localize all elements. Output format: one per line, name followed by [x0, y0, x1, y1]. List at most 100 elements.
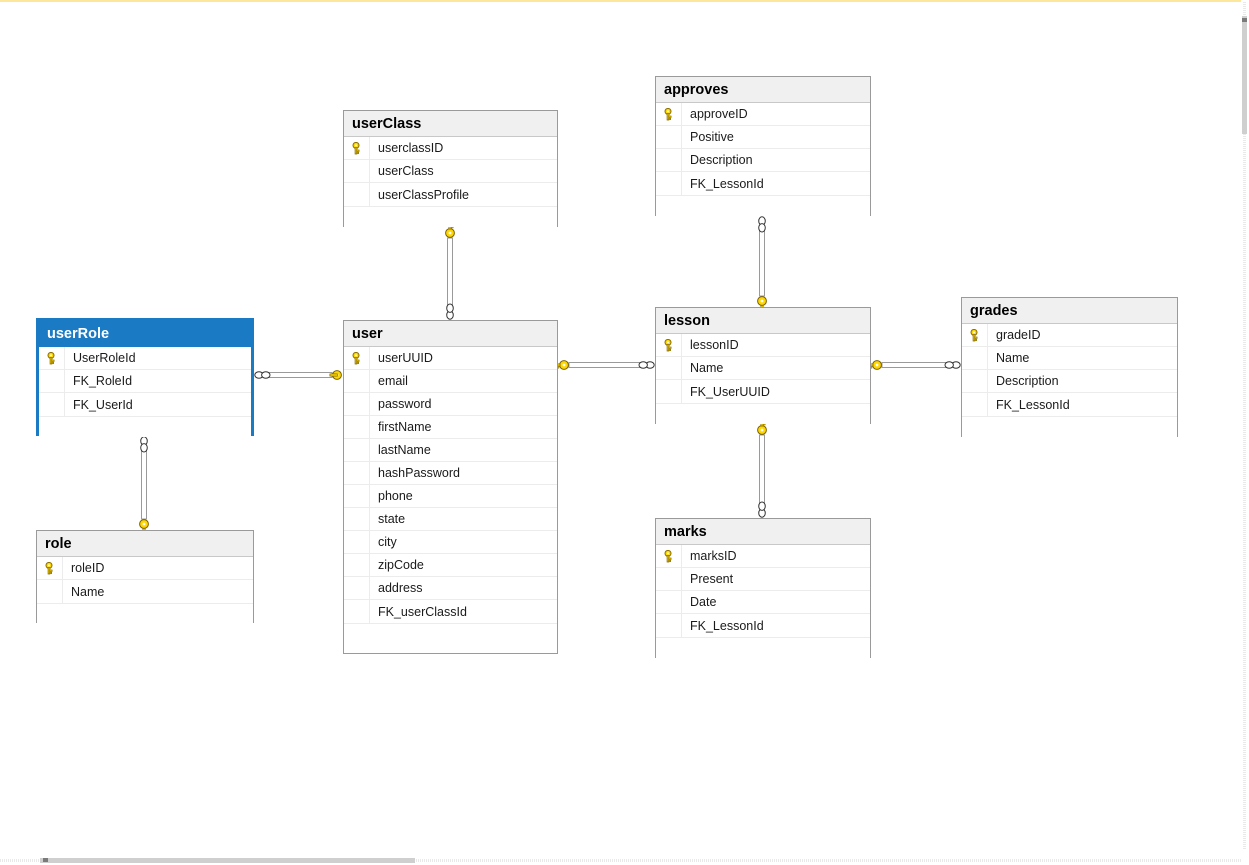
field-row[interactable]: FK_LessonId — [656, 172, 870, 195]
field-row[interactable]: FK_userClassId — [344, 600, 557, 623]
field-row[interactable]: FK_UserId — [39, 393, 251, 416]
field-name: userClassProfile — [378, 187, 470, 202]
field-row[interactable]: userClassProfile — [344, 183, 557, 206]
field-name: marksID — [690, 549, 737, 563]
field-row[interactable]: roleID — [37, 557, 253, 580]
field-row[interactable]: Description — [656, 149, 870, 172]
field-marker-cell — [656, 591, 682, 613]
key-icon — [664, 549, 672, 562]
field-row[interactable]: Positive — [656, 126, 870, 149]
entity-empty-area[interactable] — [656, 403, 870, 424]
field-marker-cell — [344, 577, 370, 599]
field-marker-cell — [344, 462, 370, 484]
vertical-scrollbar-thumb[interactable] — [1242, 16, 1247, 134]
field-marker-cell — [344, 416, 370, 438]
entity-empty-area[interactable] — [962, 416, 1177, 437]
surface-top-rule — [0, 0, 1241, 2]
relationship-lesson-marks[interactable] — [757, 418, 767, 518]
field-row[interactable]: password — [344, 393, 557, 416]
field-name: FK_UserId — [73, 397, 133, 412]
horizontal-scrollbar-track[interactable] — [0, 859, 1241, 862]
field-marker-cell — [656, 357, 682, 379]
field-row[interactable]: Name — [37, 580, 253, 603]
field-row[interactable]: state — [344, 508, 557, 531]
field-name: userclassID — [378, 141, 444, 155]
relationship-userClass-user[interactable] — [445, 221, 455, 320]
field-row[interactable]: hashPassword — [344, 462, 557, 485]
field-row[interactable]: approveID — [656, 103, 870, 126]
field-name: Description — [996, 374, 1059, 388]
field-name: FK_LessonId — [690, 618, 764, 633]
primary-key-cell — [344, 347, 370, 369]
vertical-scrollbar-nub[interactable] — [1242, 18, 1247, 22]
horizontal-scrollbar-nub[interactable] — [43, 858, 48, 862]
entity-fields-userClass: userclassID userClass userClassProfile — [344, 137, 557, 206]
field-row[interactable]: gradeID — [962, 324, 1177, 347]
primary-key-cell — [656, 545, 682, 567]
entity-title-lesson: lesson — [656, 308, 870, 334]
field-row[interactable]: Present — [656, 568, 870, 591]
field-row[interactable]: userClass — [344, 160, 557, 183]
field-row[interactable]: Name — [962, 347, 1177, 370]
entity-empty-area[interactable] — [37, 603, 253, 624]
primary-key-cell — [344, 137, 370, 159]
field-row[interactable]: FK_UserUUID — [656, 380, 870, 403]
field-row[interactable]: phone — [344, 485, 557, 508]
field-row[interactable]: Name — [656, 357, 870, 380]
field-row[interactable]: zipCode — [344, 554, 557, 577]
vertical-scrollbar[interactable] — [1240, 2, 1249, 850]
entity-empty-area[interactable] — [344, 623, 557, 644]
field-marker-cell — [656, 149, 682, 171]
field-row[interactable]: firstName — [344, 416, 557, 439]
field-marker-cell — [344, 160, 370, 182]
field-row[interactable]: lastName — [344, 439, 557, 462]
relationship-approves-lesson[interactable] — [757, 216, 767, 314]
field-name: FK_RoleId — [73, 374, 133, 388]
entity-empty-area[interactable] — [656, 195, 870, 216]
primary-key-cell — [37, 557, 63, 579]
field-row[interactable]: marksID — [656, 545, 870, 568]
field-row[interactable]: Description — [962, 370, 1177, 393]
field-name: address — [378, 581, 423, 595]
field-row[interactable]: email — [344, 370, 557, 393]
entity-empty-area[interactable] — [656, 637, 870, 658]
field-row[interactable]: city — [344, 531, 557, 554]
field-row[interactable]: userclassID — [344, 137, 557, 160]
field-row[interactable]: Date — [656, 591, 870, 614]
field-name: userUUID — [378, 351, 433, 365]
key-icon — [664, 107, 672, 120]
horizontal-scrollbar-thumb[interactable] — [40, 858, 415, 863]
field-marker-cell — [344, 183, 370, 206]
relationship-userRole-user[interactable] — [254, 370, 350, 380]
field-marker-cell — [962, 347, 988, 369]
field-row[interactable]: address — [344, 577, 557, 600]
field-row[interactable]: FK_RoleId — [39, 370, 251, 393]
entity-empty-area[interactable] — [39, 416, 251, 437]
relationship-lesson-grades[interactable] — [865, 360, 961, 370]
relationship-user-lesson[interactable] — [552, 360, 655, 370]
entity-empty-area[interactable] — [344, 206, 557, 227]
field-row[interactable]: FK_LessonId — [656, 614, 870, 637]
field-row[interactable]: userUUID — [344, 347, 557, 370]
field-marker-cell — [344, 531, 370, 553]
field-row[interactable]: FK_LessonId — [962, 393, 1177, 416]
relationship-userRole-role[interactable] — [139, 436, 149, 537]
vertical-scrollbar-track[interactable] — [1243, 2, 1246, 850]
entity-title-userRole: userRole — [39, 321, 251, 347]
primary-key-cell — [656, 103, 682, 125]
field-name: hashPassword — [378, 466, 460, 480]
field-row[interactable]: UserRoleId — [39, 347, 251, 370]
horizontal-scrollbar[interactable] — [0, 856, 1241, 865]
field-row[interactable]: lessonID — [656, 334, 870, 357]
